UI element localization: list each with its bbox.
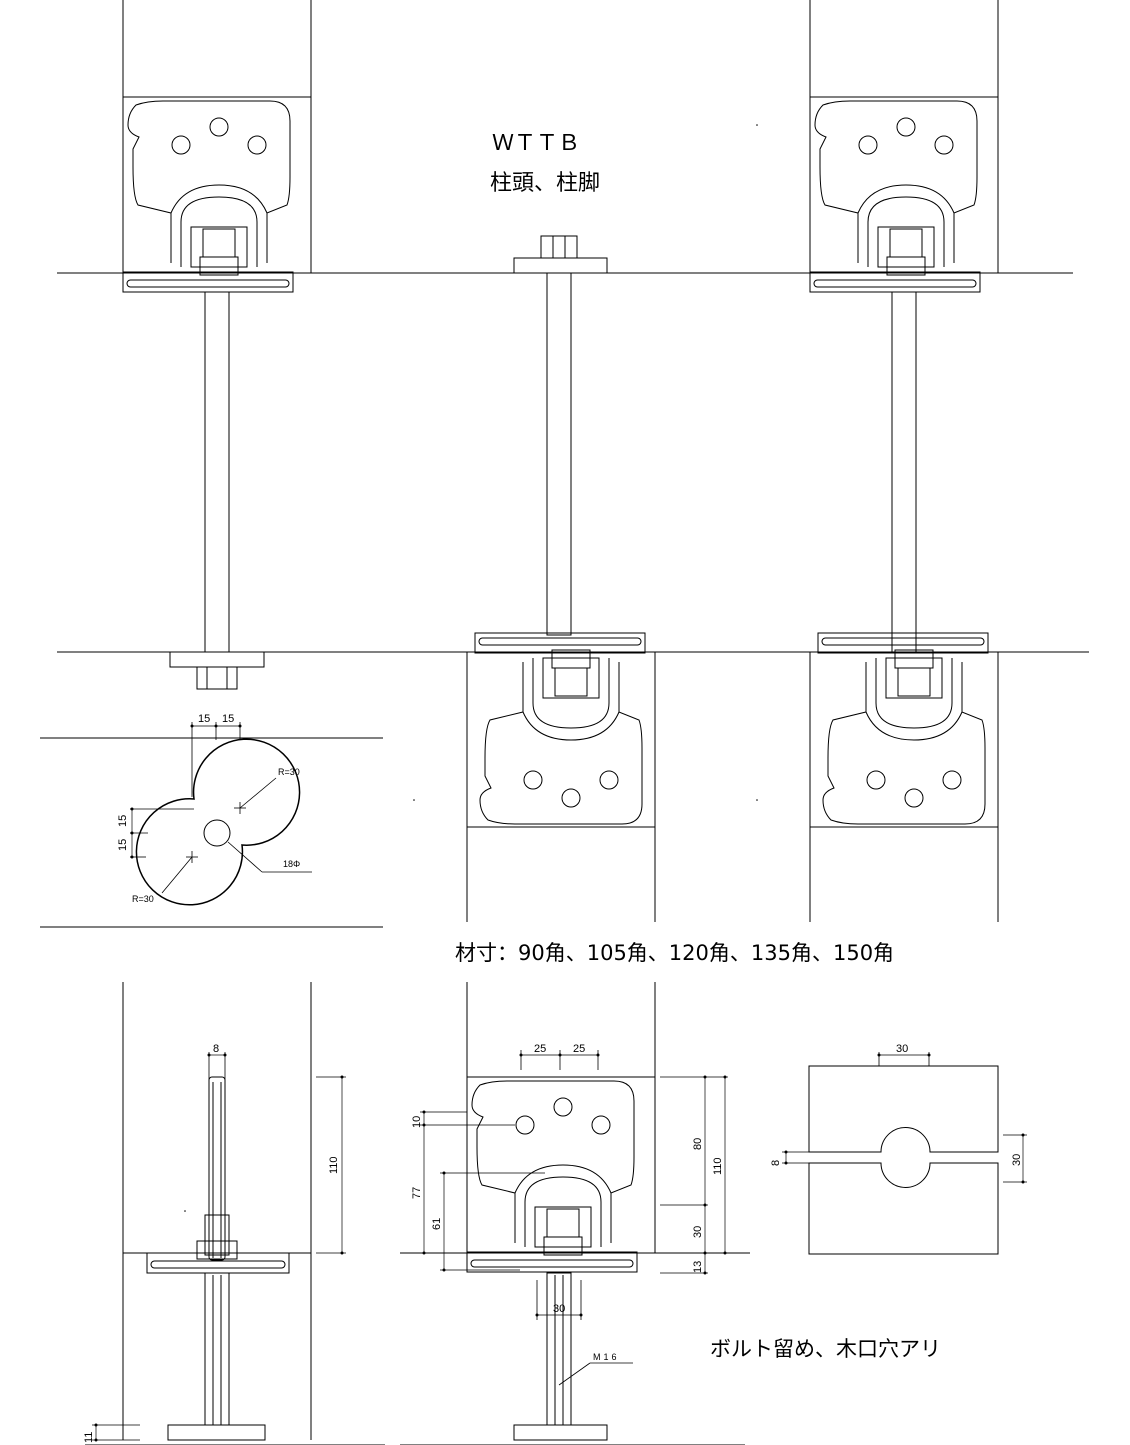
dim-15-a: 15: [198, 713, 210, 725]
title: ＷＴＴＢ: [492, 131, 580, 156]
dim-61: 61: [431, 1218, 443, 1230]
slot-hole: 30: [1011, 1154, 1023, 1166]
slot-gap: 8: [770, 1160, 782, 1166]
slot-top-width: 30: [896, 1043, 908, 1055]
side-height: 110: [328, 1156, 340, 1174]
bolt-note: ボルト留め、木口穴アリ: [710, 1337, 941, 1361]
hole-detail: [40, 722, 383, 928]
hole-diameter: 18Φ: [283, 859, 300, 869]
dim-15-c: 15: [117, 815, 129, 827]
bolt-size: M16: [593, 1352, 620, 1362]
slot-view: [782, 1052, 1027, 1255]
radius-top: R=30: [278, 767, 300, 777]
subtitle: 柱頭、柱脚: [490, 171, 600, 196]
hole-pitch-left: 25: [534, 1043, 546, 1055]
dim-80: 80: [692, 1138, 704, 1150]
side-view: [85, 982, 385, 1445]
dim-77: 77: [411, 1187, 423, 1199]
dim-15-d: 15: [117, 839, 129, 851]
dim-110: 110: [712, 1157, 724, 1175]
base-thickness: 11: [83, 1432, 95, 1443]
dim-30: 30: [692, 1226, 704, 1238]
dim-15-b: 15: [222, 713, 234, 725]
bracket-top-right: [809, 100, 981, 293]
nut-width: 30: [553, 1303, 565, 1315]
dim-13: 13: [692, 1261, 704, 1273]
hole-pitch-right: 25: [573, 1043, 585, 1055]
plate-thickness: 8: [213, 1043, 219, 1055]
sizes-note: 材寸：90角、105角、120角、135角、150角: [455, 941, 894, 965]
top-section: [57, 0, 1089, 922]
front-view: [400, 982, 750, 1445]
bracket-top-left: [122, 100, 294, 293]
dim-10: 10: [411, 1116, 423, 1128]
bracket-bottom-center: [474, 632, 646, 825]
bracket-bottom-right: [817, 632, 989, 825]
radius-bottom: R=30: [132, 894, 154, 904]
